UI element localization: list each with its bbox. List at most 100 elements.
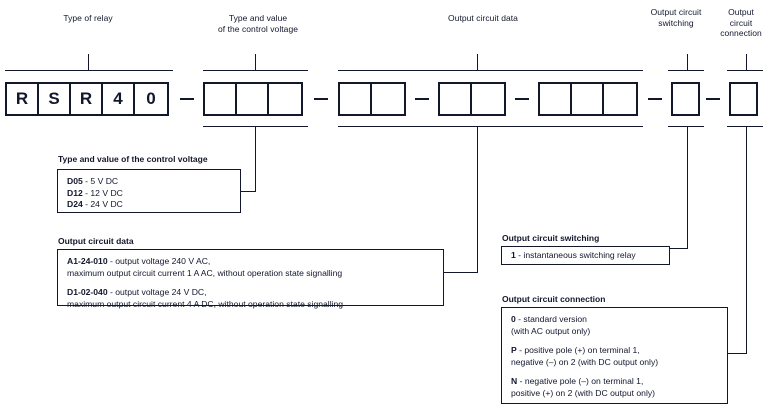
header-text-connection-l2: circuit: [729, 17, 753, 28]
detail-code-conn-0: 0: [511, 314, 516, 324]
detail-entry-conn-p: P - positive pole (+) on terminal 1, neg…: [511, 345, 719, 368]
code-cell-4[interactable]: 4: [103, 84, 135, 114]
header-label-type-of-relay: Type of relay: [23, 13, 153, 24]
header-text-control-voltage-l2: of the control voltage: [217, 23, 298, 34]
code-group-type-of-relay[interactable]: R S R 4 0: [5, 82, 169, 116]
detail-line-d1-02-040-1: D1-02-040 - output voltage 24 V DC,: [67, 287, 435, 299]
detail-code-d1-02-040: D1-02-040: [67, 287, 108, 297]
detail-code-d12: D12: [67, 187, 83, 198]
code-cell-oda-1[interactable]: [340, 84, 372, 114]
bottom-leader-stem-occ: [746, 126, 747, 353]
detail-entry-conn-0: 0 - standard version (with AC output onl…: [511, 314, 719, 337]
bottom-leader-arm-occ: [728, 353, 747, 354]
code-cell-s[interactable]: S: [39, 84, 71, 114]
detail-title-output-circuit-switching: Output circuit switching: [502, 233, 599, 243]
bottom-leader-bar-occ: [727, 126, 763, 127]
code-group-output-data-b[interactable]: [438, 82, 506, 116]
code-cell-cv-1[interactable]: [205, 84, 237, 114]
code-group-output-data-a[interactable]: [338, 82, 406, 116]
top-leader-stem-1: [88, 54, 89, 71]
code-group-output-switching[interactable]: [671, 82, 700, 116]
code-group-output-data-c[interactable]: [538, 82, 638, 116]
top-leader-bar-5: [727, 70, 763, 71]
detail-code-conn-n: N: [511, 376, 518, 386]
header-label-output-circuit-data: Output circuit data: [408, 13, 558, 24]
header-label-control-voltage: Type and value of the control voltage: [198, 13, 318, 34]
bottom-leader-arm-cv: [240, 191, 256, 192]
detail-title-text-output-circuit-connection: Output circuit connection: [502, 294, 606, 304]
detail-entry-conn-n: N - negative pole (–) on terminal 1, pos…: [511, 376, 719, 399]
code-separator-3: [415, 98, 429, 100]
detail-line-d24: D24 - 24 V DC: [67, 199, 232, 211]
code-cell-r2[interactable]: R: [71, 84, 103, 114]
header-text-type-of-relay: Type of relay: [63, 13, 113, 23]
code-cell-switching[interactable]: [673, 84, 698, 114]
code-separator-1: [180, 98, 194, 100]
code-group-output-connection[interactable]: [729, 82, 758, 116]
detail-title-output-circuit-data: Output circuit data: [58, 236, 134, 246]
bottom-leader-bar-ocd: [338, 126, 643, 127]
header-text-switching-l1: Output circuit: [650, 7, 702, 17]
header-text-connection-l3: connection: [720, 28, 762, 38]
header-label-output-circuit-switching: Output circuit switching: [637, 7, 715, 28]
detail-line-conn-p-2: negative (–) on 2 (with DC output only): [511, 356, 659, 367]
top-leader-bar-1: [5, 70, 173, 71]
detail-text-conn-0-1: - standard version: [515, 314, 587, 324]
detail-code-switching-1: 1: [511, 250, 516, 260]
bottom-leader-stem-ocd: [477, 126, 478, 272]
code-cell-cv-2[interactable]: [237, 84, 269, 114]
detail-box-output-circuit-connection: 0 - standard version (with AC output onl…: [501, 307, 728, 404]
header-label-output-circuit-connection: Output circuit connection: [710, 7, 772, 39]
detail-title-text-output-circuit-data: Output circuit data: [58, 236, 134, 246]
detail-code-d05: D05: [67, 176, 83, 186]
detail-code-a1-24-010: A1-24-010: [67, 256, 108, 266]
code-group-control-voltage[interactable]: [203, 82, 303, 116]
detail-line-d12: D12 - 12 V DC: [67, 188, 232, 200]
code-cell-odc-2[interactable]: [572, 84, 604, 114]
bottom-leader-arm-ocs: [670, 248, 688, 249]
detail-code-conn-p: P: [511, 345, 517, 355]
detail-line-a1-24-010-1: A1-24-010 - output voltage 240 V AC,: [67, 256, 435, 268]
code-cell-odc-3[interactable]: [604, 84, 636, 114]
code-cell-cv-3[interactable]: [269, 84, 301, 114]
code-cell-r1[interactable]: R: [7, 84, 39, 114]
detail-line-a1-24-010-2: maximum output circuit current 1 A AC, w…: [67, 267, 343, 278]
top-leader-bar-4: [668, 70, 704, 71]
code-cell-connection[interactable]: [731, 84, 756, 114]
code-cell-odb-2[interactable]: [472, 84, 504, 114]
top-leader-stem-3: [477, 54, 478, 71]
detail-entry-d1-02-040: D1-02-040 - output voltage 24 V DC, maxi…: [67, 287, 435, 310]
detail-text-switching-1: - instantaneous switching relay: [515, 250, 636, 260]
header-text-output-circuit-data: Output circuit data: [448, 13, 518, 23]
header-text-connection-l1: Output: [728, 7, 754, 17]
detail-box-control-voltage: D05 - 5 V DC D12 - 12 V DC D24 - 24 V DC: [57, 169, 241, 213]
detail-box-output-circuit-data: A1-24-010 - output voltage 240 V AC, max…: [57, 249, 444, 309]
top-leader-stem-2: [255, 54, 256, 71]
code-cell-0[interactable]: 0: [146, 89, 156, 108]
header-text-switching-l2: switching: [658, 17, 694, 28]
detail-text-d05: - 5 V DC: [82, 176, 119, 186]
detail-text-d12: - 12 V DC: [82, 187, 123, 198]
top-leader-stem-5: [746, 54, 747, 71]
detail-line-d05: D05 - 5 V DC: [67, 176, 232, 188]
detail-text-a1-24-010-1: - output voltage 240 V AC,: [107, 256, 211, 266]
code-cell-odc-1[interactable]: [540, 84, 572, 114]
code-separator-6: [706, 98, 720, 100]
detail-line-switching-1: 1 - instantaneous switching relay: [511, 250, 661, 262]
header-text-control-voltage-l1: Type and value: [228, 13, 288, 23]
detail-line-conn-n-2: positive (+) on 2 (with DC output only): [511, 387, 656, 398]
detail-line-conn-n-1: N - negative pole (–) on terminal 1,: [511, 376, 719, 388]
code-separator-5: [648, 98, 662, 100]
detail-line-conn-0-1: 0 - standard version: [511, 314, 719, 326]
detail-title-text-control-voltage: Type and value of the control voltage: [58, 154, 208, 164]
bottom-leader-stem-ocs: [687, 126, 688, 248]
detail-text-d1-02-040-1: - output voltage 24 V DC,: [107, 287, 207, 297]
detail-code-d24: D24: [67, 199, 83, 209]
bottom-leader-bar-ocs: [668, 126, 704, 127]
code-cell-odb-1[interactable]: [440, 84, 472, 114]
top-leader-bar-3: [338, 70, 643, 71]
bottom-leader-arm-ocd: [443, 272, 478, 273]
code-cell-oda-2[interactable]: [372, 84, 404, 114]
top-leader-stem-4: [687, 54, 688, 71]
